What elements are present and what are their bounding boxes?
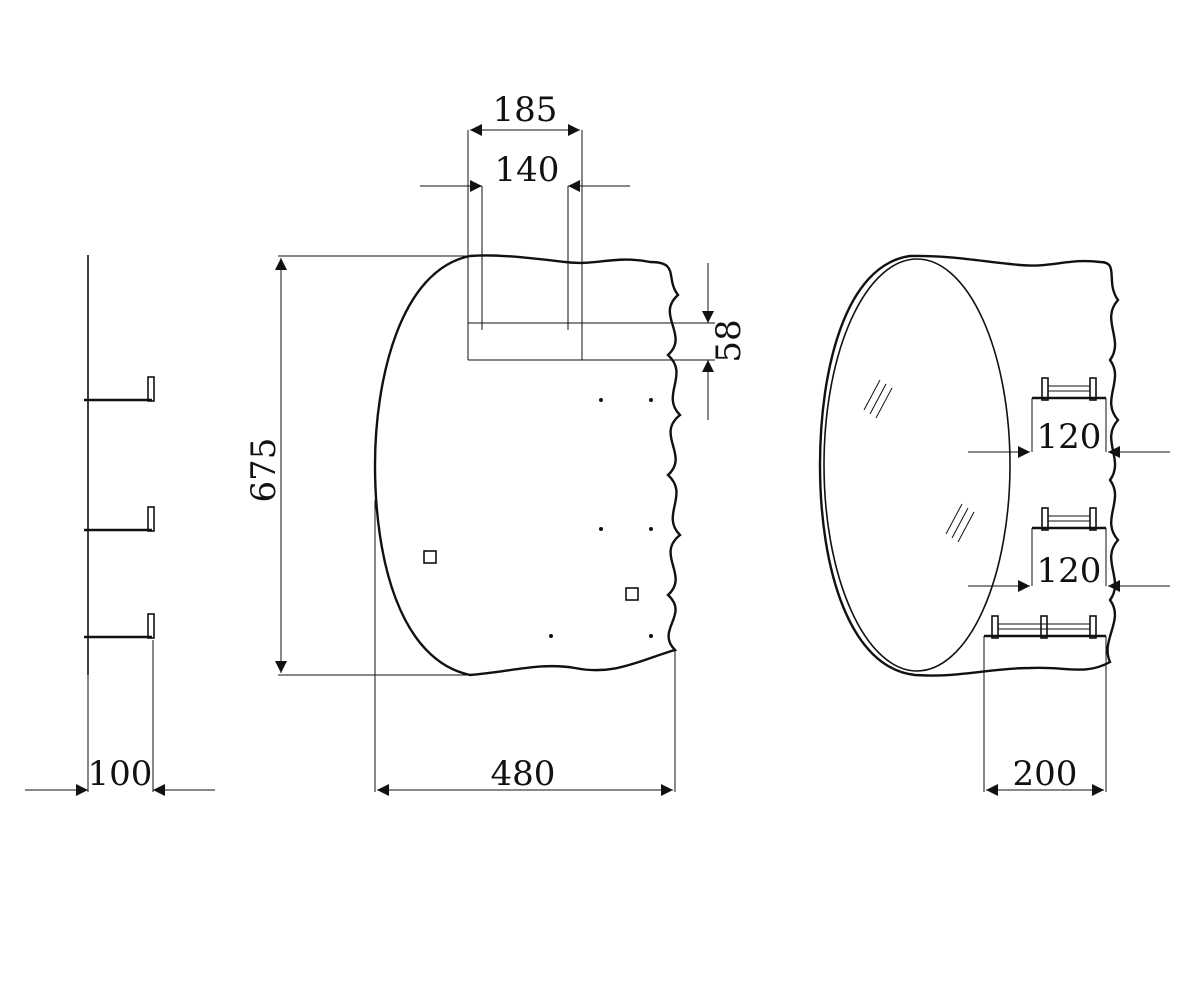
dimension-shelf-spacing-upper-label: 120 (1037, 417, 1102, 457)
shelf-middle (1031, 507, 1107, 586)
mirror-reflection-marks (863, 379, 975, 543)
mirror-view: 120 120 20 (818, 254, 1170, 796)
dimension-total-width: 480 (374, 500, 676, 796)
dimension-mount-width-inner-label: 140 (495, 150, 560, 190)
side-view-shelf-bracket (84, 613, 155, 639)
side-view-shelf-bracket (84, 506, 155, 532)
shelf-upper (1031, 377, 1107, 452)
dimension-mount-height-label: 58 (709, 319, 749, 362)
dimension-shelf-spacing-upper: 120 (968, 417, 1170, 458)
dimension-mount-height: 58 (582, 263, 749, 420)
front-view: 185 140 58 675 480 (244, 90, 749, 796)
dimension-total-width-label: 480 (491, 754, 556, 794)
side-view-shelf-bracket (84, 376, 155, 402)
dimension-shelf-spacing-lower: 120 (968, 551, 1170, 592)
mounting-pad (423, 550, 437, 564)
dimension-shelf-width: 200 (986, 754, 1104, 796)
side-view: 100 (25, 255, 215, 796)
mounting-pad (625, 587, 639, 601)
front-view-outline (373, 254, 682, 677)
dimension-total-height-label: 675 (244, 438, 284, 503)
dimension-mount-width-outer-label: 185 (493, 90, 558, 130)
dimension-side-depth: 100 (25, 640, 215, 796)
wall-mount-bracket (467, 130, 583, 361)
mirror-glass (823, 258, 1011, 672)
dimension-mount-width-inner: 140 (420, 150, 630, 192)
dimension-shelf-width-label: 200 (1013, 754, 1078, 794)
dimension-side-depth-label: 100 (88, 754, 153, 794)
dimension-shelf-spacing-lower-label: 120 (1037, 551, 1102, 591)
dimension-mount-width-outer: 185 (470, 90, 580, 136)
dimension-total-height: 675 (244, 255, 470, 676)
fixing-points (549, 398, 653, 638)
shelf-bottom (983, 615, 1107, 792)
mirror-view-outline (818, 254, 1120, 677)
